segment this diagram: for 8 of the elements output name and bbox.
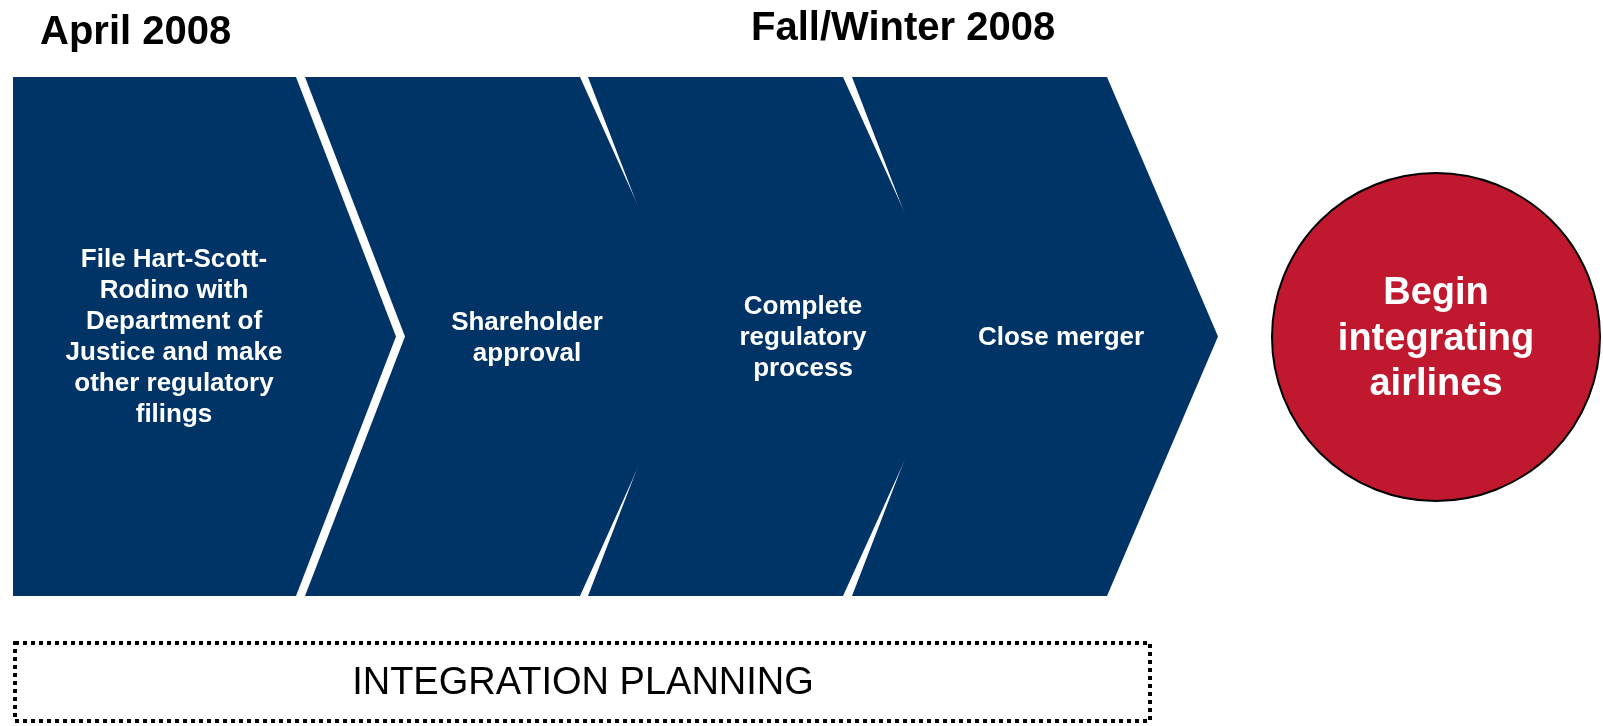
- phase-label: INTEGRATION PLANNING: [351, 659, 815, 705]
- step-text: File Hart-Scott-Rodino with Department of Justice and make other regulatory filings: [64, 242, 284, 431]
- milestone-text: Begin integrating airlines: [1336, 268, 1536, 405]
- step-text: Shareholder approval: [450, 305, 604, 368]
- step-text: Close merger: [976, 320, 1146, 353]
- date-heading: Fall/Winter 2008: [751, 4, 1056, 49]
- step-text: Complete regulatory process: [738, 289, 868, 384]
- date-heading: April 2008: [40, 8, 232, 53]
